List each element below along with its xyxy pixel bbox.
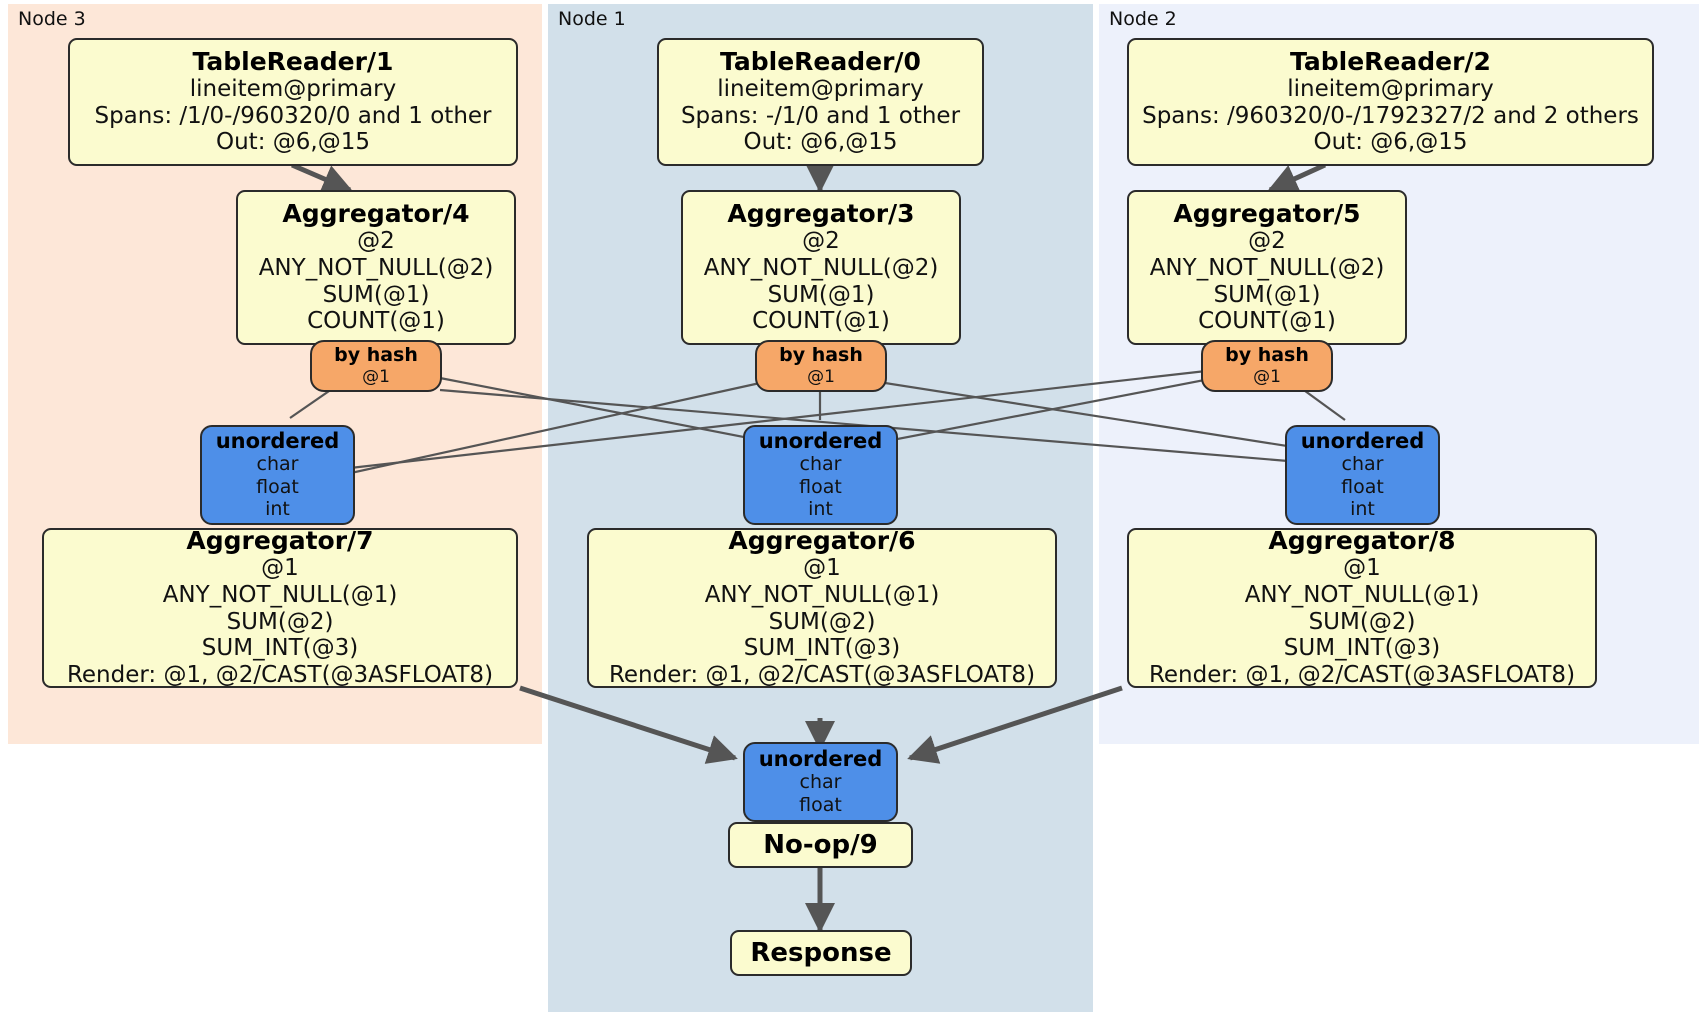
node-line: Spans: -/1/0 and 1 other bbox=[680, 102, 961, 129]
region-label-node-1: Node 1 bbox=[558, 8, 626, 30]
node-line: COUNT(@1) bbox=[307, 308, 445, 335]
node-line: COUNT(@1) bbox=[752, 308, 890, 335]
node-line: ANY_NOT_NULL(@2) bbox=[703, 254, 939, 281]
node-title: Aggregator/4 bbox=[282, 199, 470, 229]
node-line: @2 bbox=[357, 228, 395, 255]
node-line: Spans: /960320/0-/1792327/2 and 2 others bbox=[1142, 102, 1639, 129]
router-unordered-left[interactable]: unordered char float int bbox=[200, 425, 355, 525]
node-aggregator-7[interactable]: Aggregator/7 @1 ANY_NOT_NULL(@1) SUM(@2)… bbox=[42, 526, 518, 689]
node-line: ANY_NOT_NULL(@1) bbox=[162, 582, 398, 608]
router-title: by hash bbox=[779, 343, 863, 366]
router-line: @1 bbox=[362, 366, 390, 387]
node-line: lineitem@primary bbox=[717, 75, 924, 102]
node-line: lineitem@primary bbox=[1287, 75, 1494, 102]
node-line: SUM(@2) bbox=[768, 608, 876, 635]
router-line: @1 bbox=[807, 366, 835, 387]
node-line: COUNT(@1) bbox=[1198, 308, 1336, 335]
node-noop-9[interactable]: No-op/9 bbox=[728, 822, 913, 868]
node-title: Aggregator/3 bbox=[727, 199, 915, 229]
router-title: unordered bbox=[758, 428, 883, 453]
node-title: TableReader/1 bbox=[192, 46, 394, 76]
node-line: lineitem@primary bbox=[189, 75, 397, 102]
node-tablereader-1[interactable]: TableReader/1 lineitem@primary Spans: /1… bbox=[68, 38, 518, 166]
node-line: ANY_NOT_NULL(@2) bbox=[258, 254, 494, 281]
node-line: SUM(@1) bbox=[767, 281, 875, 308]
node-title: Response bbox=[750, 937, 892, 968]
router-line: float bbox=[256, 475, 299, 498]
node-aggregator-3[interactable]: Aggregator/3 @2 ANY_NOT_NULL(@2) SUM(@1)… bbox=[681, 190, 961, 345]
node-aggregator-4[interactable]: Aggregator/4 @2 ANY_NOT_NULL(@2) SUM(@1)… bbox=[236, 190, 516, 345]
router-by-hash-mid[interactable]: by hash @1 bbox=[755, 340, 887, 392]
node-line: @1 bbox=[1343, 555, 1381, 582]
router-line: int bbox=[808, 498, 833, 521]
node-line: SUM_INT(@3) bbox=[1283, 635, 1441, 662]
router-line: char bbox=[799, 771, 842, 794]
router-unordered-final[interactable]: unordered char float bbox=[743, 742, 898, 822]
node-title: Aggregator/8 bbox=[1268, 526, 1456, 556]
node-title: Aggregator/5 bbox=[1173, 199, 1361, 229]
node-line: SUM(@1) bbox=[322, 281, 430, 308]
region-label-node-2: Node 2 bbox=[1109, 8, 1177, 30]
node-line: Out: @6,@15 bbox=[743, 129, 898, 156]
node-aggregator-5[interactable]: Aggregator/5 @2 ANY_NOT_NULL(@2) SUM(@1)… bbox=[1127, 190, 1407, 345]
router-by-hash-right[interactable]: by hash @1 bbox=[1201, 340, 1333, 392]
node-line: SUM_INT(@3) bbox=[743, 635, 901, 662]
router-line: int bbox=[265, 498, 290, 521]
node-line: Render: @1, @2/CAST(@3ASFLOAT8) bbox=[66, 662, 494, 689]
node-line: SUM_INT(@3) bbox=[201, 635, 359, 662]
node-title: TableReader/0 bbox=[720, 46, 921, 76]
node-aggregator-8[interactable]: Aggregator/8 @1 ANY_NOT_NULL(@1) SUM(@2)… bbox=[1127, 526, 1597, 689]
router-title: by hash bbox=[1225, 343, 1309, 366]
node-line: SUM(@1) bbox=[1213, 281, 1321, 308]
node-line: ANY_NOT_NULL(@2) bbox=[1149, 254, 1385, 281]
router-title: unordered bbox=[215, 428, 340, 453]
node-tablereader-2[interactable]: TableReader/2 lineitem@primary Spans: /9… bbox=[1127, 38, 1654, 166]
router-line: char bbox=[1341, 452, 1384, 475]
node-line: @1 bbox=[261, 555, 299, 582]
router-title: unordered bbox=[758, 747, 883, 772]
region-label-node-3: Node 3 bbox=[18, 8, 86, 30]
node-title: No-op/9 bbox=[763, 829, 878, 860]
node-title: TableReader/2 bbox=[1290, 46, 1491, 76]
node-line: SUM(@2) bbox=[226, 608, 334, 635]
router-line: float bbox=[799, 794, 842, 817]
router-line: char bbox=[256, 452, 299, 475]
node-line: Spans: /1/0-/960320/0 and 1 other bbox=[94, 102, 492, 129]
node-title: Aggregator/7 bbox=[186, 526, 374, 556]
node-line: SUM(@2) bbox=[1308, 608, 1416, 635]
node-line: ANY_NOT_NULL(@1) bbox=[1244, 582, 1480, 608]
node-line: Out: @6,@15 bbox=[216, 129, 370, 156]
router-line: float bbox=[1341, 475, 1384, 498]
node-line: @2 bbox=[1248, 228, 1286, 255]
node-response[interactable]: Response bbox=[730, 930, 912, 976]
node-line: Render: @1, @2/CAST(@3ASFLOAT8) bbox=[1148, 662, 1576, 689]
node-line: Out: @6,@15 bbox=[1313, 129, 1468, 156]
node-line: @2 bbox=[802, 228, 840, 255]
router-line: float bbox=[799, 475, 842, 498]
node-line: @1 bbox=[803, 555, 841, 582]
node-title: Aggregator/6 bbox=[728, 526, 916, 556]
router-unordered-mid[interactable]: unordered char float int bbox=[743, 425, 898, 525]
router-by-hash-left[interactable]: by hash @1 bbox=[310, 340, 442, 392]
node-line: Render: @1, @2/CAST(@3ASFLOAT8) bbox=[608, 662, 1036, 689]
router-line: char bbox=[799, 452, 842, 475]
router-line: @1 bbox=[1253, 366, 1281, 387]
router-title: by hash bbox=[334, 343, 418, 366]
router-line: int bbox=[1350, 498, 1375, 521]
router-unordered-right[interactable]: unordered char float int bbox=[1285, 425, 1440, 525]
node-tablereader-0[interactable]: TableReader/0 lineitem@primary Spans: -/… bbox=[657, 38, 984, 166]
router-title: unordered bbox=[1300, 428, 1425, 453]
node-line: ANY_NOT_NULL(@1) bbox=[704, 582, 940, 608]
node-aggregator-6[interactable]: Aggregator/6 @1 ANY_NOT_NULL(@1) SUM(@2)… bbox=[587, 526, 1057, 689]
